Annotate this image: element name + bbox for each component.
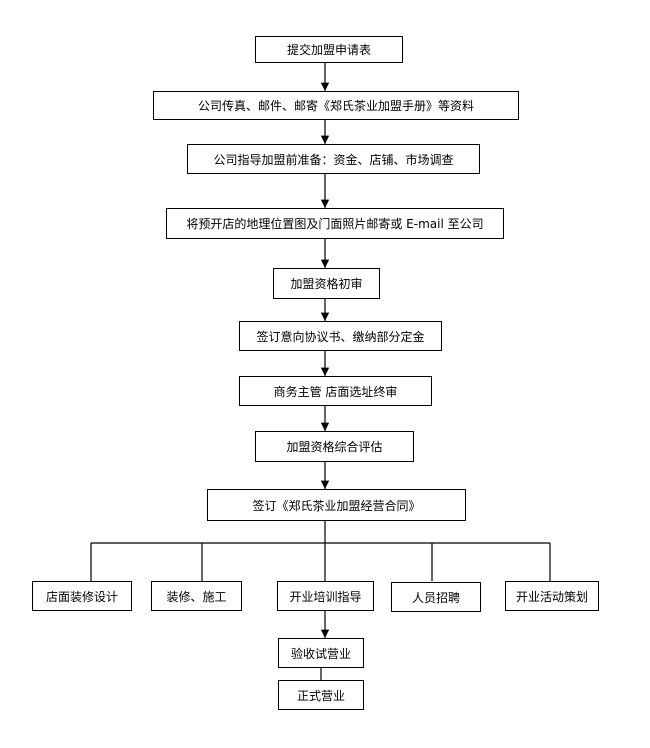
branch-recruitment: 人员招聘 xyxy=(391,582,481,612)
step-comprehensive-evaluation: 加盟资格综合评估 xyxy=(255,431,414,462)
step-send-materials: 公司传真、邮件、邮寄《郑氏茶业加盟手册》等资料 xyxy=(153,91,519,120)
step-official-opening: 正式营业 xyxy=(278,680,364,710)
step-intent-agreement: 签订意向协议书、缴纳部分定金 xyxy=(239,321,442,351)
step-initial-review: 加盟资格初审 xyxy=(273,268,380,299)
step-sign-contract: 签订《郑氏茶业加盟经营合同》 xyxy=(207,489,466,521)
step-site-final-review: 商务主管 店面选址终审 xyxy=(239,376,432,406)
step-submit-application: 提交加盟申请表 xyxy=(255,36,403,63)
branch-opening-planning: 开业活动策划 xyxy=(505,581,599,611)
step-trial-operation: 验收试营业 xyxy=(278,638,364,668)
step-send-location-photos: 将预开店的地理位置图及门面照片邮寄或 E-mail 至公司 xyxy=(166,208,504,239)
step-preparation-guidance: 公司指导加盟前准备：资金、店铺、市场调查 xyxy=(187,144,480,174)
branch-opening-training: 开业培训指导 xyxy=(277,581,374,611)
branch-store-design: 店面装修设计 xyxy=(32,581,132,611)
branch-renovation: 装修、施工 xyxy=(151,581,242,611)
